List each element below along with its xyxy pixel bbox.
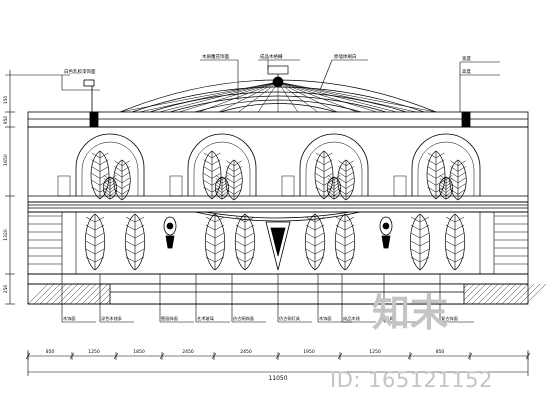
watermark-id: ID: 165121152 xyxy=(330,368,493,392)
top-callout-label: 成品木格栅 xyxy=(260,53,283,60)
lower-foliage xyxy=(445,213,465,271)
arch-panel xyxy=(169,133,257,201)
left-dim-label: 150 xyxy=(3,96,9,105)
lower-foliage xyxy=(125,213,145,271)
arch-panel xyxy=(281,133,369,201)
bottom-callout-label: 仿古铜饰面 xyxy=(233,315,254,322)
bottom-dim-label: 1850 xyxy=(133,349,145,355)
bottom-dim-labels: 850 1250 1850 2450 2450 1950 1250 850 xyxy=(46,349,445,355)
left-dimensions xyxy=(5,70,70,305)
left-dim-labels: 150 950 1650 1320 250 xyxy=(3,96,9,294)
pilaster xyxy=(479,211,495,275)
foliage xyxy=(314,150,355,201)
total-dimension: 11050 xyxy=(268,375,287,382)
bottom-callout-label: 灯具 xyxy=(385,315,394,322)
lower-foliage xyxy=(305,213,325,271)
fountain-spout xyxy=(265,221,291,271)
bottom-callout-label: 木饰面 xyxy=(63,315,76,322)
left-dim-label: 1650 xyxy=(3,154,9,166)
bottom-callout-label: 壁画饰面 xyxy=(161,315,178,322)
pilaster xyxy=(61,211,77,275)
bottom-dim-label: 1950 xyxy=(303,349,315,355)
bottom-callout-label: 木饰面 xyxy=(319,315,332,322)
left-dim-label: 950 xyxy=(3,116,9,125)
lower-foliage xyxy=(335,213,355,271)
bottom-callout-label: 仿古铜灯具 xyxy=(279,315,301,322)
lower-foliage xyxy=(235,213,255,271)
bottom-dim-label: 2450 xyxy=(240,349,252,355)
cornice-band xyxy=(27,201,529,222)
base-pool xyxy=(27,273,547,305)
foliage xyxy=(426,150,467,201)
bottom-dim-label: 2450 xyxy=(182,349,194,355)
bottom-callout-label: 成品木线 xyxy=(343,315,361,322)
watermark-logo: 知末 xyxy=(372,291,448,332)
lower-foliage xyxy=(85,213,105,271)
top-callout-label: 原墙体刷白 xyxy=(334,53,357,60)
wall-sconce xyxy=(379,216,393,249)
left-dim-label: 250 xyxy=(3,285,9,294)
watermark-logo-text: 知末 xyxy=(372,291,448,332)
wall-sconce xyxy=(163,216,177,249)
bottom-leaders xyxy=(61,274,474,323)
top-callout-label: 宽度 xyxy=(462,55,471,62)
bottom-callout-label: 复古饰面 xyxy=(441,315,458,322)
foliage xyxy=(90,150,131,201)
bottom-dim-label: 1250 xyxy=(88,349,100,355)
lower-foliage xyxy=(205,213,225,271)
bottom-callout-label: 艺术玻璃 xyxy=(197,315,214,322)
bottom-callout-labels: 木饰面 深色木线条 壁画饰面 艺术玻璃 仿古铜饰面 仿古铜灯具 木饰面 成品木线 灯具 复古饰面 xyxy=(63,315,458,322)
lower-panels xyxy=(27,211,529,275)
bottom-dim-ticks xyxy=(25,352,531,360)
top-leaders xyxy=(61,59,500,112)
foliage xyxy=(202,150,243,201)
arch-panel xyxy=(393,133,481,201)
top-callout-label: 白色乳胶漆饰面 xyxy=(64,68,96,75)
top-callout-label: 木质雕花饰面 xyxy=(202,53,229,60)
top-callout-label: 高度 xyxy=(462,68,471,75)
bottom-dim-label: 1250 xyxy=(369,349,381,355)
lower-foliage xyxy=(410,213,430,271)
canopy xyxy=(119,65,437,113)
upper-wall xyxy=(27,126,529,203)
bottom-dim-label: 850 xyxy=(46,349,55,355)
bottom-callout-label: 深色木线条 xyxy=(101,315,123,322)
left-dim-label: 1320 xyxy=(3,229,9,241)
arch-panel xyxy=(57,133,145,201)
bottom-dim-label: 850 xyxy=(436,349,445,355)
